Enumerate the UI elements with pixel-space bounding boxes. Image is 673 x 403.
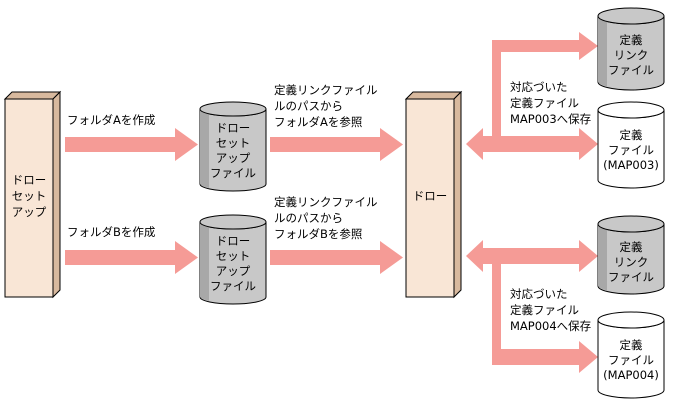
setup-file-a-label-line-1: セット [216, 136, 251, 150]
draw-box-front [405, 98, 455, 298]
def-file-2-label-line-0: 定義 [620, 338, 643, 352]
setup-file-b [199, 214, 267, 305]
draw-box-top [404, 91, 463, 100]
arrows [65, 32, 598, 373]
create-a-label-line-0: フォルダAを作成 [67, 113, 156, 127]
setup-box [3, 90, 62, 299]
ref-b-label-line-0: 定義リンクファイル [274, 195, 378, 209]
setup-file-a-shade [200, 109, 209, 188]
shapes [3, 7, 665, 399]
setup-file-b-label-line-1: セット [216, 249, 251, 263]
save-1-label-line-2: MAP003へ保存 [510, 112, 591, 126]
setup-box-label-line-2: アップ [12, 205, 47, 219]
link-file-2-label-line-1: リンク [614, 255, 649, 269]
draw-box-side [453, 90, 462, 299]
ref-a-label-line-2: フォルダAを参照 [274, 115, 362, 129]
arrow-file-b-to-draw [270, 241, 403, 274]
save-2-label-line-0: 対応づいた [510, 287, 568, 301]
link-file-1-label-line-1: リンク [614, 48, 649, 62]
link-file-1-top [597, 7, 665, 25]
def-file-2 [597, 311, 665, 399]
def-file-1 [597, 101, 665, 189]
setup-box-label-line-1: セット [12, 189, 47, 203]
draw-box-label: ドロー [413, 189, 448, 203]
arrow-draw-to-save-upper [466, 32, 598, 160]
arrow-setup-to-file-a [65, 128, 198, 161]
draw-box [404, 90, 463, 299]
setup-file-b-label-line-2: アップ [216, 264, 251, 278]
def-file-1-top [597, 101, 665, 119]
save-1-label-line-1: 定義ファイル [510, 96, 579, 110]
link-file-1-label-line-0: 定義 [620, 33, 643, 47]
def-file-2-top [597, 311, 665, 329]
ref-b-label-line-1: ルのパスから [274, 211, 343, 225]
setup-file-b-label-line-0: ドロー [216, 234, 251, 248]
arrow-draw-to-save-lower [466, 240, 598, 373]
link-file-1-label-line-2: ファイル [608, 63, 654, 77]
labels: ドローセットアップドロードローセットアップファイルドローセットアップファイル定義… [12, 33, 659, 382]
setup-file-a-label-line-2: アップ [216, 151, 251, 165]
link-file-2 [597, 215, 665, 295]
def-file-1-label-line-2: (MAP003) [603, 158, 659, 172]
setup-file-a [199, 101, 267, 192]
save-2-label-line-2: MAP004へ保存 [510, 319, 591, 333]
arrow-setup-to-file-b [65, 241, 198, 274]
arrow-file-a-to-draw [270, 128, 403, 161]
def-file-1-label-line-1: ファイル [608, 143, 654, 157]
setup-file-a-label-line-0: ドロー [216, 121, 251, 135]
link-file-1-shade [598, 16, 607, 87]
setup-file-a-top [199, 101, 267, 117]
save-1-label-line-0: 対応づいた [510, 80, 568, 94]
setup-box-label-line-0: ドロー [12, 173, 47, 187]
ref-b-label-line-2: フォルダBを参照 [274, 227, 362, 241]
link-file-2-label-line-0: 定義 [620, 240, 643, 254]
link-file-2-top [597, 215, 665, 233]
link-file-2-shade [598, 224, 607, 291]
ref-a-label-line-0: 定義リンクファイル [274, 83, 378, 97]
setup-file-b-top [199, 214, 267, 230]
setup-file-a-label-line-3: ファイル [210, 166, 256, 180]
setup-box-top [3, 91, 62, 100]
setup-box-side [52, 90, 61, 299]
create-b-label-line-0: フォルダBを作成 [67, 225, 156, 239]
setup-file-b-label-line-3: ファイル [210, 279, 256, 293]
link-file-2-label-line-2: ファイル [608, 270, 654, 284]
link-file-1 [597, 7, 665, 91]
def-file-2-label-line-2: (MAP004) [603, 368, 659, 382]
ref-a-label-line-1: ルのパスから [274, 99, 343, 113]
setup-file-b-shade [200, 222, 209, 301]
setup-box-front [4, 98, 54, 298]
save-2-label-line-1: 定義ファイル [510, 303, 579, 317]
def-file-1-label-line-0: 定義 [620, 128, 643, 142]
def-file-2-label-line-1: ファイル [608, 353, 654, 367]
